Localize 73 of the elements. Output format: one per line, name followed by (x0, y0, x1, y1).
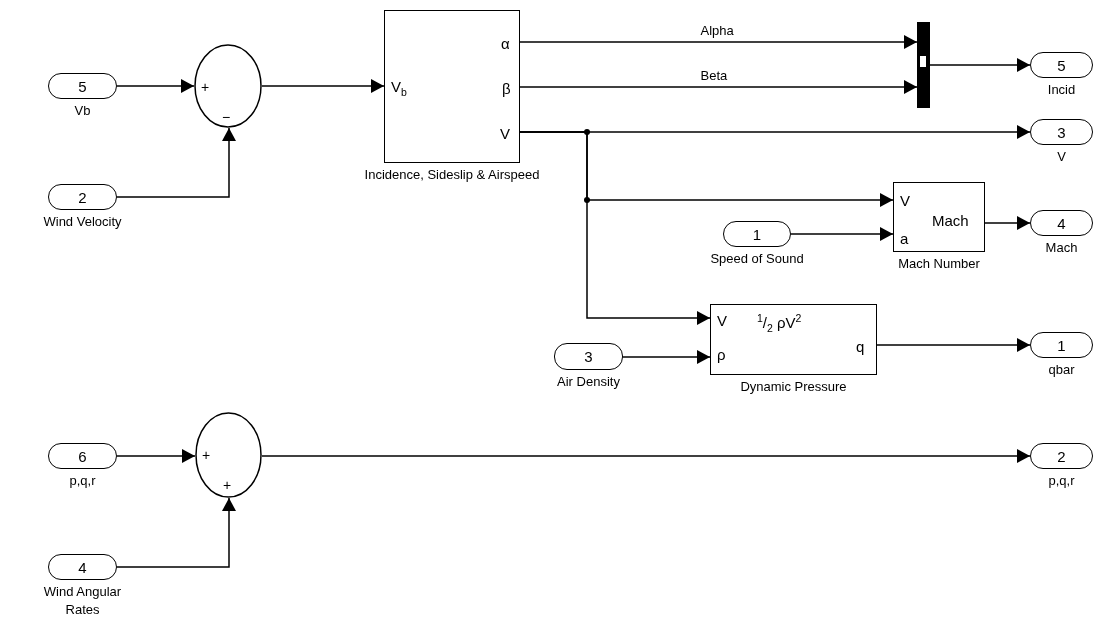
port-number: 3 (583, 349, 594, 364)
signal-line (519, 80, 918, 94)
port-block (48, 443, 117, 469)
port-block (48, 73, 117, 99)
block-label: V$_{b}$ (391, 79, 407, 98)
port-block (1030, 119, 1093, 145)
signal-line (261, 449, 1031, 463)
signal-line (622, 350, 711, 364)
block-caption: p,q,r (68, 472, 97, 490)
signal-line (116, 497, 236, 568)
port-number: 1 (1056, 338, 1067, 353)
block-caption: V (1056, 148, 1067, 166)
port-block (1030, 210, 1093, 236)
signal-line (261, 79, 385, 93)
port-number: 2 (1056, 449, 1067, 464)
port-number: 1 (751, 227, 763, 242)
sign-label: + (223, 478, 232, 492)
port-number: 3 (1056, 125, 1067, 140)
port-block (1030, 443, 1093, 469)
function-block (384, 10, 520, 163)
sign-label: + (202, 448, 211, 462)
sum-block (195, 412, 262, 498)
signal-line (519, 131, 711, 325)
block-caption: Dynamic Pressure (739, 378, 848, 396)
port-block (1030, 332, 1093, 358)
signal-line (519, 35, 918, 49)
sign-label: − (222, 110, 231, 124)
port-number: 4 (77, 560, 88, 575)
port-number: 6 (77, 449, 88, 464)
block-caption: Mach (1044, 239, 1079, 257)
block-caption: Air Density (556, 373, 621, 391)
port-label: V (717, 313, 727, 328)
signal-line (790, 227, 894, 241)
port-block (1030, 52, 1093, 78)
mux-bar (917, 22, 930, 108)
block-caption: qbar (1047, 361, 1076, 379)
port-label: V (500, 126, 510, 141)
function-block (893, 182, 985, 252)
function-block (710, 304, 877, 375)
port-number: 5 (1056, 58, 1067, 73)
block-caption: Wind Angular Rates (42, 583, 123, 620)
block-caption: p,q,r (1047, 472, 1076, 490)
sum-block (194, 44, 262, 128)
block-label: $^{1}$/$_{2}$ ρV$^{2}$ (757, 313, 802, 334)
block-caption: Vb (73, 102, 92, 120)
port-label: V (900, 193, 910, 208)
port-block (48, 184, 117, 210)
port-number: 5 (77, 79, 88, 94)
port-number: 4 (1056, 216, 1067, 231)
port-label: q (856, 339, 865, 354)
block-caption: Incidence, Sideslip & Airspeed (363, 166, 541, 184)
block-caption: Incid (1046, 81, 1077, 99)
signal-line (876, 338, 1031, 352)
block-caption: Speed of Sound (709, 250, 805, 268)
signal-line (116, 449, 196, 463)
signal-line (984, 216, 1031, 230)
edge-label: Alpha (698, 24, 736, 37)
block-caption: Wind Velocity (42, 213, 123, 231)
block-label: Mach (932, 213, 969, 228)
port-block (48, 554, 117, 580)
edge-label: Beta (698, 69, 730, 82)
port-label: a (900, 231, 909, 246)
signal-line (929, 58, 1031, 72)
port-number: 2 (77, 190, 88, 205)
signal-line (116, 79, 195, 93)
port-label: ρ (717, 347, 726, 362)
block-caption: Mach Number (897, 255, 981, 273)
port-block (554, 343, 623, 370)
port-block (723, 221, 791, 247)
sign-label: + (201, 80, 210, 94)
signal-line (116, 127, 236, 198)
port-label: β (502, 81, 511, 96)
port-label: α (501, 36, 510, 51)
